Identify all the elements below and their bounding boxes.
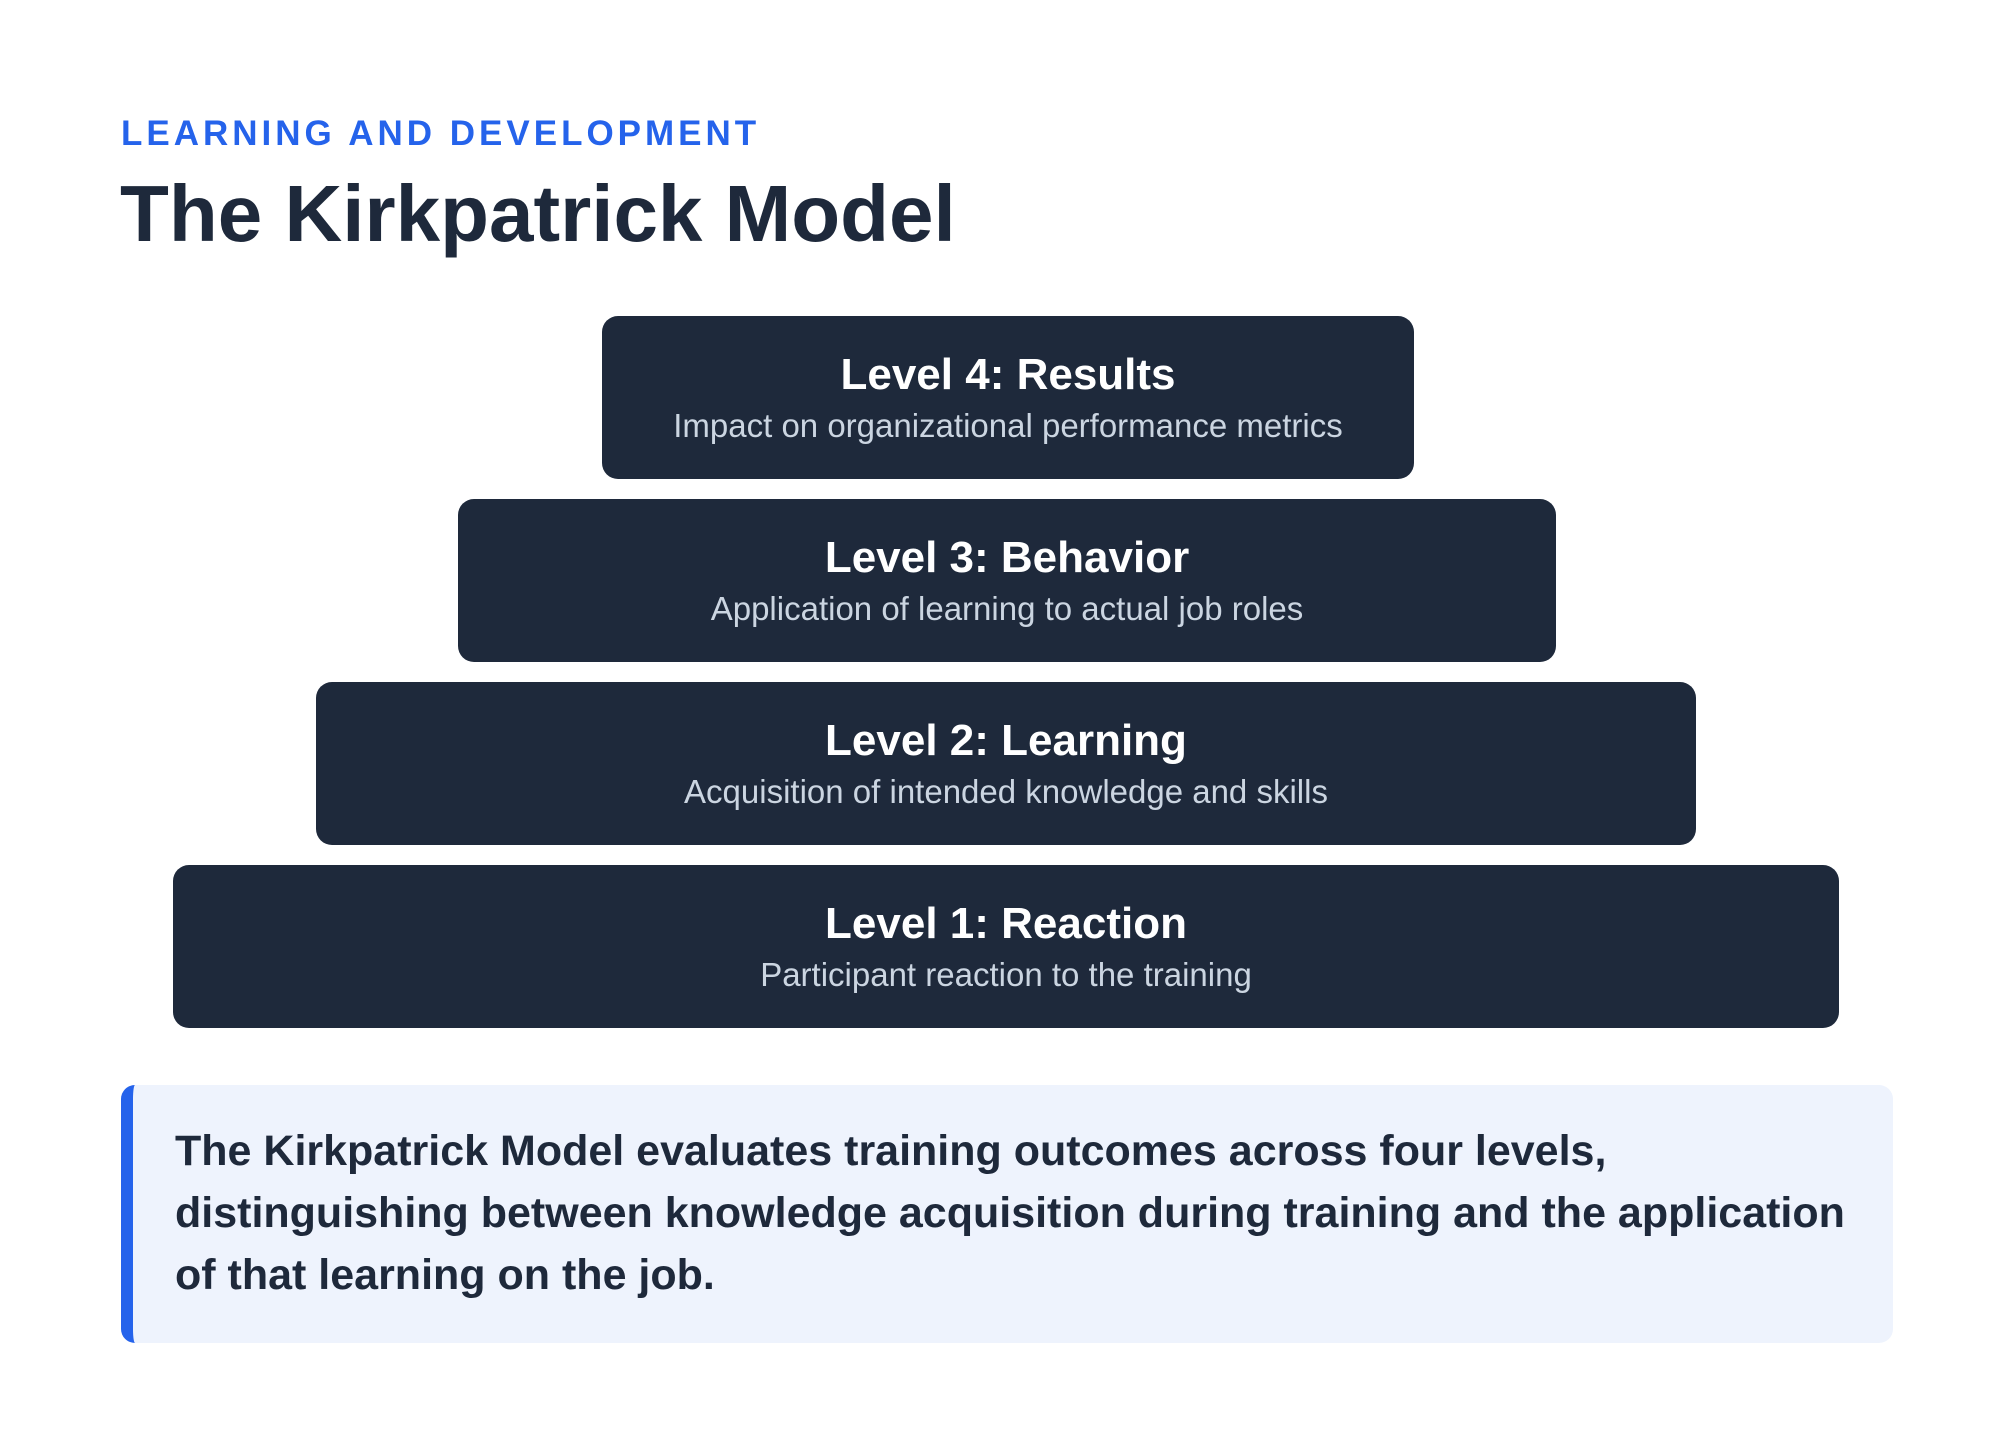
page-title: The Kirkpatrick Model xyxy=(120,169,956,258)
level-title: Level 4: Results xyxy=(840,349,1176,399)
level-description: Acquisition of intended knowledge and sk… xyxy=(684,772,1328,810)
eyebrow-label: LEARNING AND DEVELOPMENT xyxy=(121,114,761,153)
summary-callout: The Kirkpatrick Model evaluates training… xyxy=(121,1085,1893,1343)
level-description: Impact on organizational performance met… xyxy=(673,406,1343,444)
level-description: Application of learning to actual job ro… xyxy=(710,589,1304,627)
pyramid-level-2: Level 2: Learning Acquisition of intende… xyxy=(316,682,1696,845)
pyramid-level-1: Level 1: Reaction Participant reaction t… xyxy=(173,865,1839,1028)
level-title: Level 3: Behavior xyxy=(824,532,1190,582)
summary-text: The Kirkpatrick Model evaluates training… xyxy=(175,1127,1845,1299)
level-title: Level 1: Reaction xyxy=(825,898,1187,948)
level-description: Participant reaction to the training xyxy=(760,955,1252,993)
pyramid-level-4: Level 4: Results Impact on organizationa… xyxy=(602,316,1414,479)
level-title: Level 2: Learning xyxy=(825,715,1187,765)
pyramid-level-3: Level 3: Behavior Application of learnin… xyxy=(458,499,1556,662)
